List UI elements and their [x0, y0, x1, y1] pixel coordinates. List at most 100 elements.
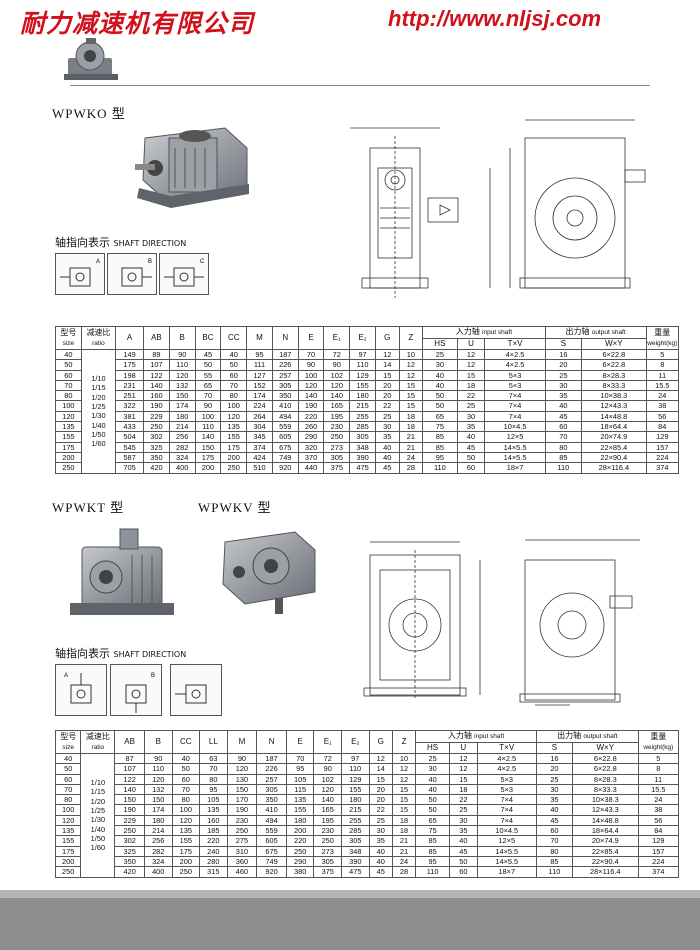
size-cell: 40: [55, 348, 82, 361]
t1-col-header: Z: [398, 326, 424, 350]
section2-title-right: WPWKV 型: [198, 500, 272, 515]
table-cell: 18: [398, 410, 424, 423]
shaft-direction-t-b-diagram: B: [110, 664, 162, 716]
table-cell: 90: [168, 348, 196, 361]
table-cell: 175: [220, 441, 248, 453]
table-cell: 30: [449, 814, 478, 827]
t2-input-shaft-header: 入力轴 input shaft: [415, 730, 537, 743]
table-cell: 130: [226, 773, 258, 785]
table-cell: 280: [199, 855, 228, 868]
table-cell: 120: [297, 379, 325, 392]
table-cell: 175: [171, 845, 201, 857]
table-cell: 7×4: [484, 400, 546, 412]
table-cell: 30: [415, 763, 451, 775]
table-cell: 12: [456, 359, 486, 371]
ratio-value: 1/20: [90, 796, 106, 806]
table-cell: 920: [256, 866, 287, 878]
website-url[interactable]: http://www.nljsj.com: [388, 6, 602, 31]
table-cell: 60: [535, 825, 573, 837]
table-cell: 107: [114, 763, 145, 775]
table-cell: 18×64.4: [571, 825, 639, 837]
table-cell: 150: [168, 390, 196, 402]
table-cell: 30: [368, 825, 393, 837]
table-cell: 35: [368, 835, 393, 847]
table-cell: 12: [374, 348, 400, 361]
table-cell: 30: [535, 783, 573, 796]
ratio-value: 1/10: [91, 374, 106, 384]
table-cell: 21: [398, 441, 424, 453]
table-cell: 433: [115, 421, 145, 433]
table-cell: 40: [171, 752, 201, 765]
table-cell: 22: [456, 390, 486, 402]
ratio-value: 1/25: [91, 401, 106, 411]
table-cell: 190: [297, 400, 325, 412]
shaft-direction-c-diagram: C: [159, 253, 209, 295]
table-cell: 18: [456, 379, 486, 392]
table-cell: 65: [422, 410, 458, 423]
table-cell: 215: [349, 400, 376, 412]
table-cell: 285: [341, 825, 370, 837]
ratio-value: 1/40: [90, 824, 106, 834]
table-cell: 4×2.5: [476, 763, 537, 775]
table-cell: 45: [374, 462, 400, 474]
table-cell: 7×4: [484, 390, 546, 402]
t1-sub-header: HS: [422, 338, 458, 350]
table-cell: 305: [256, 783, 287, 796]
table-cell: 6×22.8: [581, 348, 647, 361]
table-cell: 475: [341, 866, 370, 878]
table-cell: 28×116.4: [571, 866, 639, 878]
table-cell: 120: [171, 814, 201, 827]
dir-label-a: A: [64, 673, 68, 679]
table-cell: 214: [168, 421, 196, 433]
table-cell: 273: [313, 845, 343, 857]
table-cell: 129: [341, 773, 370, 785]
table-cell: 122: [143, 369, 170, 381]
table-cell: 56: [637, 814, 680, 827]
table-cell: 75: [415, 825, 451, 837]
t2-col-header: G: [368, 730, 393, 754]
table-cell: 155: [220, 431, 248, 443]
table-cell: 22×85.4: [571, 845, 639, 857]
table-cell: 15: [456, 369, 486, 381]
size-cell: 80: [55, 390, 82, 402]
table-cell: 24: [637, 794, 680, 806]
table-cell: 152: [246, 379, 273, 392]
table-cell: 20: [368, 783, 393, 796]
table-cell: 22: [374, 400, 400, 412]
table-cell: 24: [645, 390, 680, 402]
table-cell: 18×7: [476, 866, 537, 878]
t1-col-header: AB: [143, 326, 170, 350]
dir-label-c: C: [200, 259, 205, 265]
table-cell: 90: [143, 752, 173, 765]
table-cell: 120: [220, 410, 248, 423]
table-cell: 440: [297, 462, 325, 474]
table-cell: 50: [220, 359, 248, 371]
table-cell: 8×33.3: [581, 379, 647, 392]
table-cell: 15: [374, 369, 400, 381]
table-cell: 160: [143, 390, 170, 402]
table-cell: 8×28.3: [581, 369, 647, 381]
table-cell: 12: [391, 763, 417, 775]
table-cell: 400: [168, 462, 196, 474]
table-cell: 70: [297, 348, 325, 361]
table-cell: 60: [449, 866, 478, 878]
table-cell: 8×33.3: [571, 783, 639, 796]
section1-title: WPWKO 型: [52, 106, 126, 121]
table-cell: 390: [349, 451, 376, 464]
section1-shaft-direction: 轴指向表示 SHAFT DIRECTION: [55, 236, 187, 249]
wpwkt-technical-drawing: [363, 539, 640, 706]
table-cell: 155: [349, 379, 376, 392]
table-cell: 215: [341, 804, 370, 816]
table-cell: 120: [226, 763, 258, 775]
t2-output-shaft-header: 出力轴 output shaft: [535, 730, 639, 743]
table-cell: 200: [171, 855, 201, 868]
table-cell: 50: [422, 390, 458, 402]
t1-col-header: B: [168, 326, 196, 350]
table-cell: 14×48.8: [571, 814, 639, 827]
